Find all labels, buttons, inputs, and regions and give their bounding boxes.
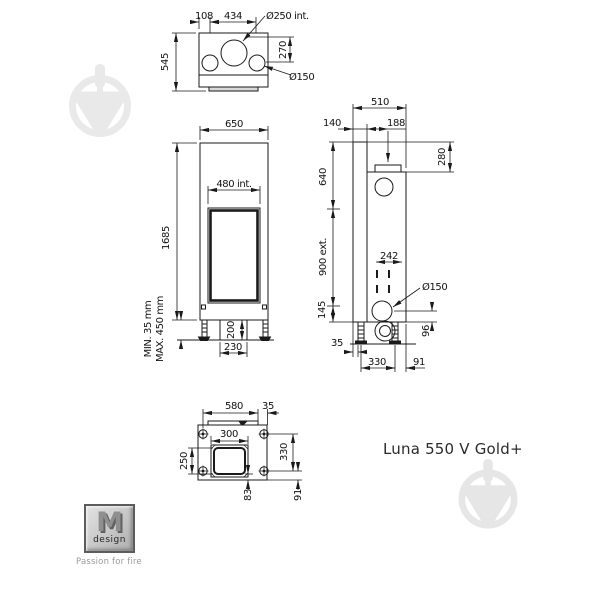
- front-glass-frame-inner: [209, 209, 259, 302]
- side-legs: [355, 321, 401, 345]
- dim-front-height: 1685: [161, 226, 172, 250]
- side-duct-outer: [374, 320, 396, 342]
- dim-bottom-width: 580: [225, 401, 243, 412]
- top-view: 108 434 Ø250 int. 270 Ø150 545: [160, 10, 315, 92]
- dim-side-top-offset: 280: [437, 148, 448, 166]
- logo-tagline: Passion for fire: [76, 557, 142, 567]
- dim-top-flue-span: 434: [224, 11, 242, 22]
- top-view-dimension-lines: [172, 15, 294, 92]
- side-flue-collar: [374, 164, 402, 173]
- dim-side-outlet-span: 242: [380, 251, 398, 262]
- front-glass-frame-outer: [207, 207, 261, 304]
- dim-top-depth: 545: [160, 53, 171, 71]
- dim-bottom-opening-offset: 83: [243, 489, 254, 501]
- dim-side-glass-height: 900 ext.: [318, 238, 329, 276]
- m-design-logo: M design: [84, 504, 135, 553]
- dim-side-leg-offset: 35: [331, 338, 343, 349]
- watermark-bottom-right: [458, 459, 518, 529]
- product-title: Luna 550 V Gold+: [383, 440, 523, 458]
- dim-side-front-depth: 140: [323, 118, 341, 129]
- dim-bottom-opening-depth: 250: [179, 452, 190, 470]
- dim-side-upper-height: 640: [318, 168, 329, 186]
- side-upper-circle: [374, 177, 394, 197]
- front-view: 650 1685 480 int. MIN. 35 mm MAX. 450 mm…: [143, 119, 274, 362]
- dim-top-flue-diameter: Ø250 int.: [266, 10, 309, 22]
- dim-top-outlet-drop: 270: [278, 41, 289, 59]
- dim-front-width: 650: [225, 119, 243, 130]
- dim-bottom-feet-span: 330: [279, 443, 290, 461]
- dim-front-glass-width: 480 int.: [216, 179, 252, 190]
- dim-side-outlet-height: 96: [421, 325, 432, 337]
- dim-bottom-opening-width: 300: [220, 429, 238, 440]
- dim-side-flue-center: 188: [387, 118, 405, 129]
- bottom-view: 580 35 300 250 330 83 91: [179, 401, 304, 501]
- side-duct-inner: [379, 325, 391, 337]
- right-outlet-circle: [248, 54, 266, 72]
- top-base-strip: [208, 86, 259, 92]
- dim-side-lower-height: 145: [317, 301, 328, 319]
- side-view: 510 140 188 280 640 900 ext. 145 35 242 …: [317, 97, 454, 372]
- side-outlet-circle: [371, 300, 393, 322]
- bottom-opening-outer: [210, 444, 249, 478]
- dim-front-leg-max: MAX. 450 mm: [155, 296, 166, 362]
- dim-side-leg-span: 330: [368, 357, 386, 368]
- front-duct: [219, 319, 248, 341]
- bottom-top-tab: [207, 420, 259, 426]
- bottom-opening-inner: [213, 447, 246, 475]
- dim-front-leg-min: MIN. 35 mm: [143, 301, 154, 358]
- side-body-outline: [366, 171, 407, 323]
- top-body-outline: [198, 32, 269, 88]
- flue-circle: [220, 39, 248, 67]
- dim-bottom-edge-offset: 35: [262, 401, 274, 412]
- logo-letter: M: [96, 507, 123, 538]
- bottom-view-dimension-lines: [188, 409, 302, 490]
- dim-front-duct-height: 200: [226, 321, 237, 339]
- dim-top-flue-offset: 108: [195, 11, 213, 22]
- left-outlet-circle: [201, 54, 219, 72]
- side-view-dimension-lines: [327, 104, 454, 372]
- dim-side-depth: 510: [371, 97, 389, 108]
- dim-side-rear-offset: 91: [413, 357, 425, 368]
- dim-bottom-rear-offset: 91: [293, 489, 304, 501]
- bottom-feet: [197, 428, 270, 477]
- dim-top-outlet-diameter: Ø150: [289, 71, 314, 83]
- watermark-top-left: [69, 64, 131, 137]
- logo-word: design: [93, 535, 126, 545]
- dim-side-outlet-diameter: Ø150: [422, 281, 447, 293]
- dim-front-duct-width: 230: [224, 342, 242, 353]
- front-view-dimension-lines: [172, 126, 269, 357]
- side-front-panel: [352, 141, 368, 323]
